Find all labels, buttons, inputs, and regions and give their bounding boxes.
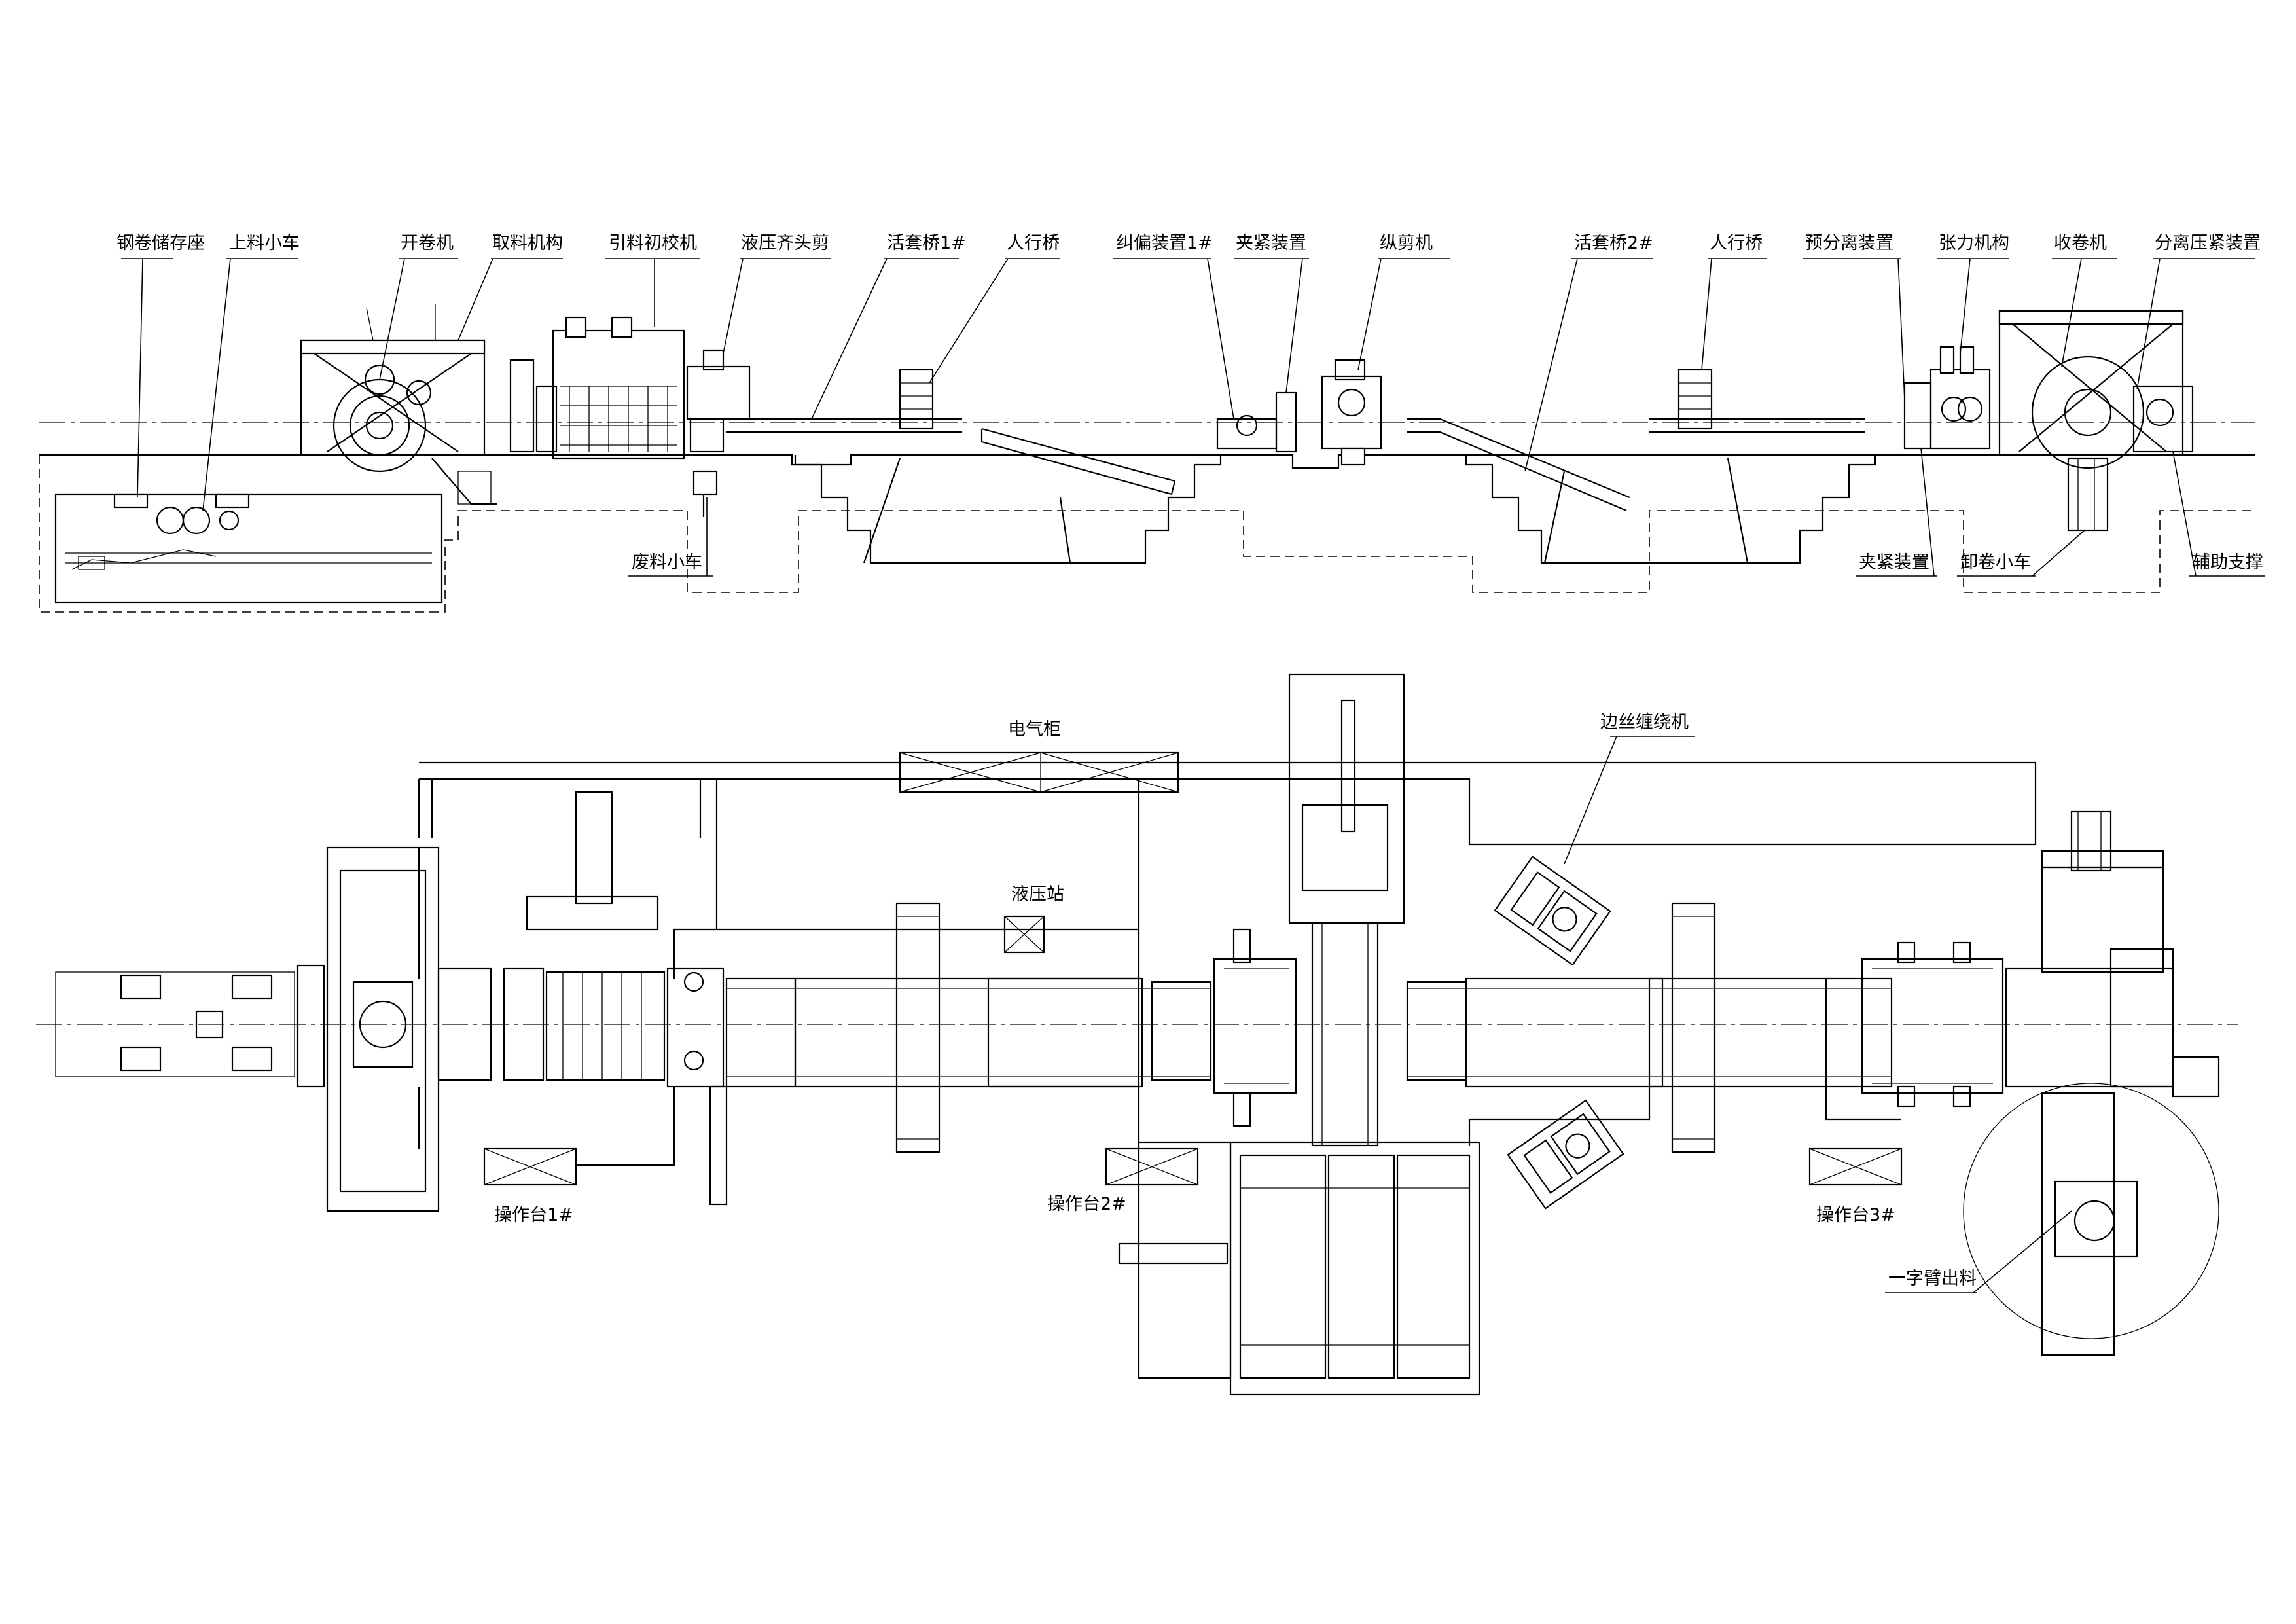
label-unload-arm: 一字臂出料 <box>1888 1269 1977 1289</box>
ground-line <box>39 454 2255 469</box>
shear-plan <box>666 967 728 1206</box>
pickup-mechanism <box>431 458 497 505</box>
label-unload-car: 卸卷小车 <box>1960 552 2031 573</box>
label-tension: 张力机构 <box>1939 233 2009 253</box>
edge-winder-upper <box>1494 856 1611 966</box>
hydraulic-shear <box>686 349 751 517</box>
cable-trench-top <box>419 761 2037 846</box>
label-console-3: 操作台3# <box>1816 1205 1895 1225</box>
uncoiler-plan <box>296 846 492 1212</box>
tension-plan <box>1861 941 2004 1108</box>
pit-1 <box>794 455 1222 564</box>
label-pre-separator: 预分离装置 <box>1805 233 1893 253</box>
leader-lines <box>121 258 2265 1293</box>
label-walkway-1: 人行桥 <box>1007 233 1060 253</box>
label-console-1: 操作台1# <box>494 1205 573 1225</box>
label-electrical-cabinet: 电气柜 <box>1008 719 1061 740</box>
label-shear: 液压齐头剪 <box>741 233 829 253</box>
label-aux-support: 辅助支撑 <box>2193 552 2263 573</box>
label-recoiler: 收卷机 <box>2054 233 2107 253</box>
loop-bridge-2 <box>1407 369 1865 564</box>
edge-winder-lower <box>1507 1099 1624 1210</box>
leveler-plan <box>503 791 666 1081</box>
recoiler <box>1998 310 2194 532</box>
pit-2 <box>1465 455 1876 564</box>
console-1 <box>483 1147 577 1186</box>
label-loop-bridge-1: 活套桥1# <box>887 233 966 253</box>
hydraulic-station <box>1003 915 1045 954</box>
coil-storage-saddle <box>71 493 250 570</box>
label-walkway-2: 人行桥 <box>1710 233 1763 253</box>
elevation-view <box>39 304 2255 613</box>
coil-storage-plan <box>55 971 295 1077</box>
console-2 <box>1105 1147 1199 1186</box>
label-edge-winder: 边丝缠绕机 <box>1600 712 1689 732</box>
loop-bridge-1 <box>726 369 1176 564</box>
label-edge-guide: 纠偏装置1# <box>1116 233 1213 253</box>
leveler <box>509 316 685 460</box>
unload-arm-swing-radius <box>1963 1083 2219 1339</box>
label-console-2: 操作台2# <box>1047 1194 1126 1214</box>
uncoiler <box>300 304 486 473</box>
label-separator-press: 分离压紧装置 <box>2155 233 2261 253</box>
label-uncoiler: 开卷机 <box>401 233 454 253</box>
label-coil-car: 上料小车 <box>229 233 300 253</box>
walkway-bridge-1 <box>895 902 941 1153</box>
recoiler-plan <box>2005 810 2220 1356</box>
label-loop-bridge-2: 活套桥2# <box>1574 233 1653 253</box>
slitter-plan <box>1118 673 1480 1396</box>
edge-guide-plan <box>1213 928 1297 1127</box>
walkway-bridge-2 <box>1671 902 1716 1153</box>
label-scrap-car: 废料小车 <box>632 552 702 573</box>
foundation-outline <box>39 455 2255 613</box>
electrical-cabinet <box>899 751 1179 793</box>
roller-table <box>725 977 1893 1088</box>
labels: 钢卷储存座 上料小车 开卷机 取料机构 引料初校机 液压齐头剪 活套桥1# 人行… <box>117 233 2263 1289</box>
label-coil-storage: 钢卷储存座 <box>117 233 205 253</box>
slitter <box>1321 359 1382 466</box>
tension-unit <box>1903 346 1991 450</box>
label-clamp-1: 夹紧装置 <box>1236 233 1306 253</box>
label-pickup: 取料机构 <box>492 233 563 253</box>
label-leveler: 引料初校机 <box>609 233 697 253</box>
console-3 <box>1808 1147 1903 1186</box>
label-clamp-2: 夹紧装置 <box>1859 552 1929 573</box>
label-hydraulic-station: 液压站 <box>1011 884 1064 905</box>
plan-view <box>36 673 2238 1396</box>
coil-pit <box>54 493 443 604</box>
label-slitter: 纵剪机 <box>1380 233 1433 253</box>
